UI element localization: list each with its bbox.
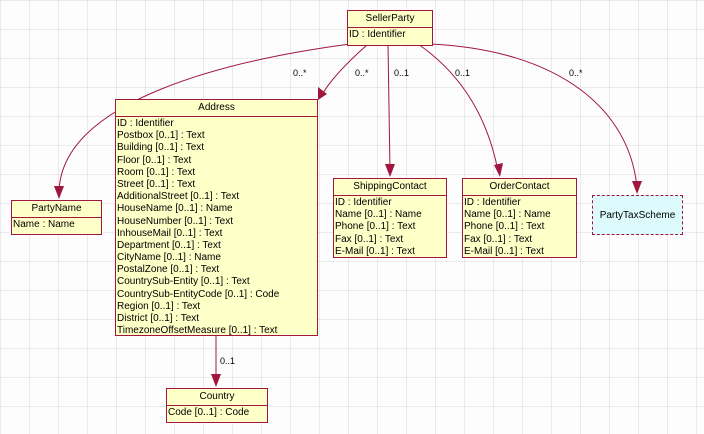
class-attribute: Region [0..1] : Text	[117, 300, 201, 312]
class-attribute: Phone [0..1] : Text	[464, 221, 545, 233]
assoc-partyname	[58, 43, 351, 194]
class-attribute: District [0..1] : Text	[117, 313, 200, 324]
class-country[interactable]: Country Code [0..1] : Code	[166, 388, 268, 423]
multiplicity-ordercontact: 0..1	[455, 68, 471, 78]
arrowhead-shipping	[385, 164, 395, 177]
class-attribute: ID : Identifier	[349, 29, 406, 40]
class-attribute: Building [0..1] : Text	[117, 142, 205, 154]
class-attribute: ID : Identifier	[117, 118, 174, 129]
multiplicity-partytaxscheme: 0..*	[569, 68, 583, 78]
class-name: PartyTaxScheme	[599, 209, 676, 221]
class-attribute: TimezoneOffsetMeasure [0..1] : Text	[117, 325, 278, 337]
class-name: PartyName	[12, 201, 101, 218]
multiplicity-address: 0..*	[355, 68, 369, 78]
class-attribute: Name [0..1] : Name	[335, 209, 422, 221]
class-name: OrderContact	[463, 179, 576, 196]
multiplicity-shipping: 0..1	[394, 68, 410, 78]
assoc-shipping	[387, 43, 391, 172]
class-attribute: Name : Name	[13, 219, 75, 230]
multiplicity-partyname: 0..*	[293, 68, 307, 78]
class-attribute: Room [0..1] : Text	[117, 166, 196, 178]
class-attribute: Phone [0..1] : Text	[335, 221, 416, 233]
assoc-ordercontact	[417, 43, 499, 172]
arrowhead-partytaxscheme	[632, 181, 642, 194]
class-attribute: ID : Identifier	[335, 197, 392, 208]
class-name: Address	[116, 100, 317, 117]
class-attribute: InhouseMail [0..1] : Text	[117, 227, 223, 239]
arrowhead-partyname	[54, 186, 64, 199]
class-address[interactable]: Address ID : Identifier Postbox [0..1] :…	[115, 99, 318, 336]
class-attribute: Code [0..1] : Code	[168, 407, 250, 418]
class-attribute: E-Mail [0..1] : Text	[464, 245, 544, 257]
class-attribute: Fax [0..1] : Text	[464, 233, 533, 245]
class-attribute: HouseNumber [0..1] : Text	[117, 215, 233, 227]
class-ordercontact[interactable]: OrderContact ID : Identifier Name [0..1]…	[462, 178, 577, 258]
class-sellerparty[interactable]: SellerParty ID : Identifier	[347, 10, 433, 46]
class-attribute: Street [0..1] : Text	[117, 178, 196, 190]
class-name: SellerParty	[348, 11, 432, 28]
class-name: Country	[167, 389, 267, 406]
class-partytaxscheme[interactable]: PartyTaxScheme	[592, 195, 683, 235]
class-attribute: AdditionalStreet [0..1] : Text	[117, 191, 240, 203]
class-attribute: Name [0..1] : Name	[464, 209, 551, 221]
class-attribute: E-Mail [0..1] : Text	[335, 245, 415, 257]
assoc-partytaxscheme	[429, 43, 638, 189]
arrowhead-country	[211, 374, 221, 387]
class-attribute: CityName [0..1] : Name	[117, 252, 221, 264]
class-attribute: ID : Identifier	[464, 197, 521, 208]
multiplicity-country: 0..1	[220, 356, 236, 366]
assoc-address	[321, 43, 369, 96]
arrowhead-ordercontact	[494, 163, 503, 177]
class-shippingcontact[interactable]: ShippingContact ID : Identifier Name [0.…	[333, 178, 447, 258]
class-attribute: Floor [0..1] : Text	[117, 154, 192, 166]
class-attribute: PostalZone [0..1] : Text	[117, 264, 220, 276]
class-attribute: Postbox [0..1] : Text	[117, 130, 205, 142]
class-partyname[interactable]: PartyName Name : Name	[11, 200, 102, 235]
class-name: ShippingContact	[334, 179, 446, 196]
class-attribute: CountrySub-EntityCode [0..1] : Code	[117, 288, 280, 300]
arrowhead-address	[318, 87, 327, 100]
class-attribute: HouseName [0..1] : Name	[117, 203, 233, 215]
class-attribute: CountrySub-Entity [0..1] : Text	[117, 276, 250, 288]
class-attribute: Department [0..1] : Text	[117, 239, 221, 251]
class-attribute: Fax [0..1] : Text	[335, 233, 404, 245]
